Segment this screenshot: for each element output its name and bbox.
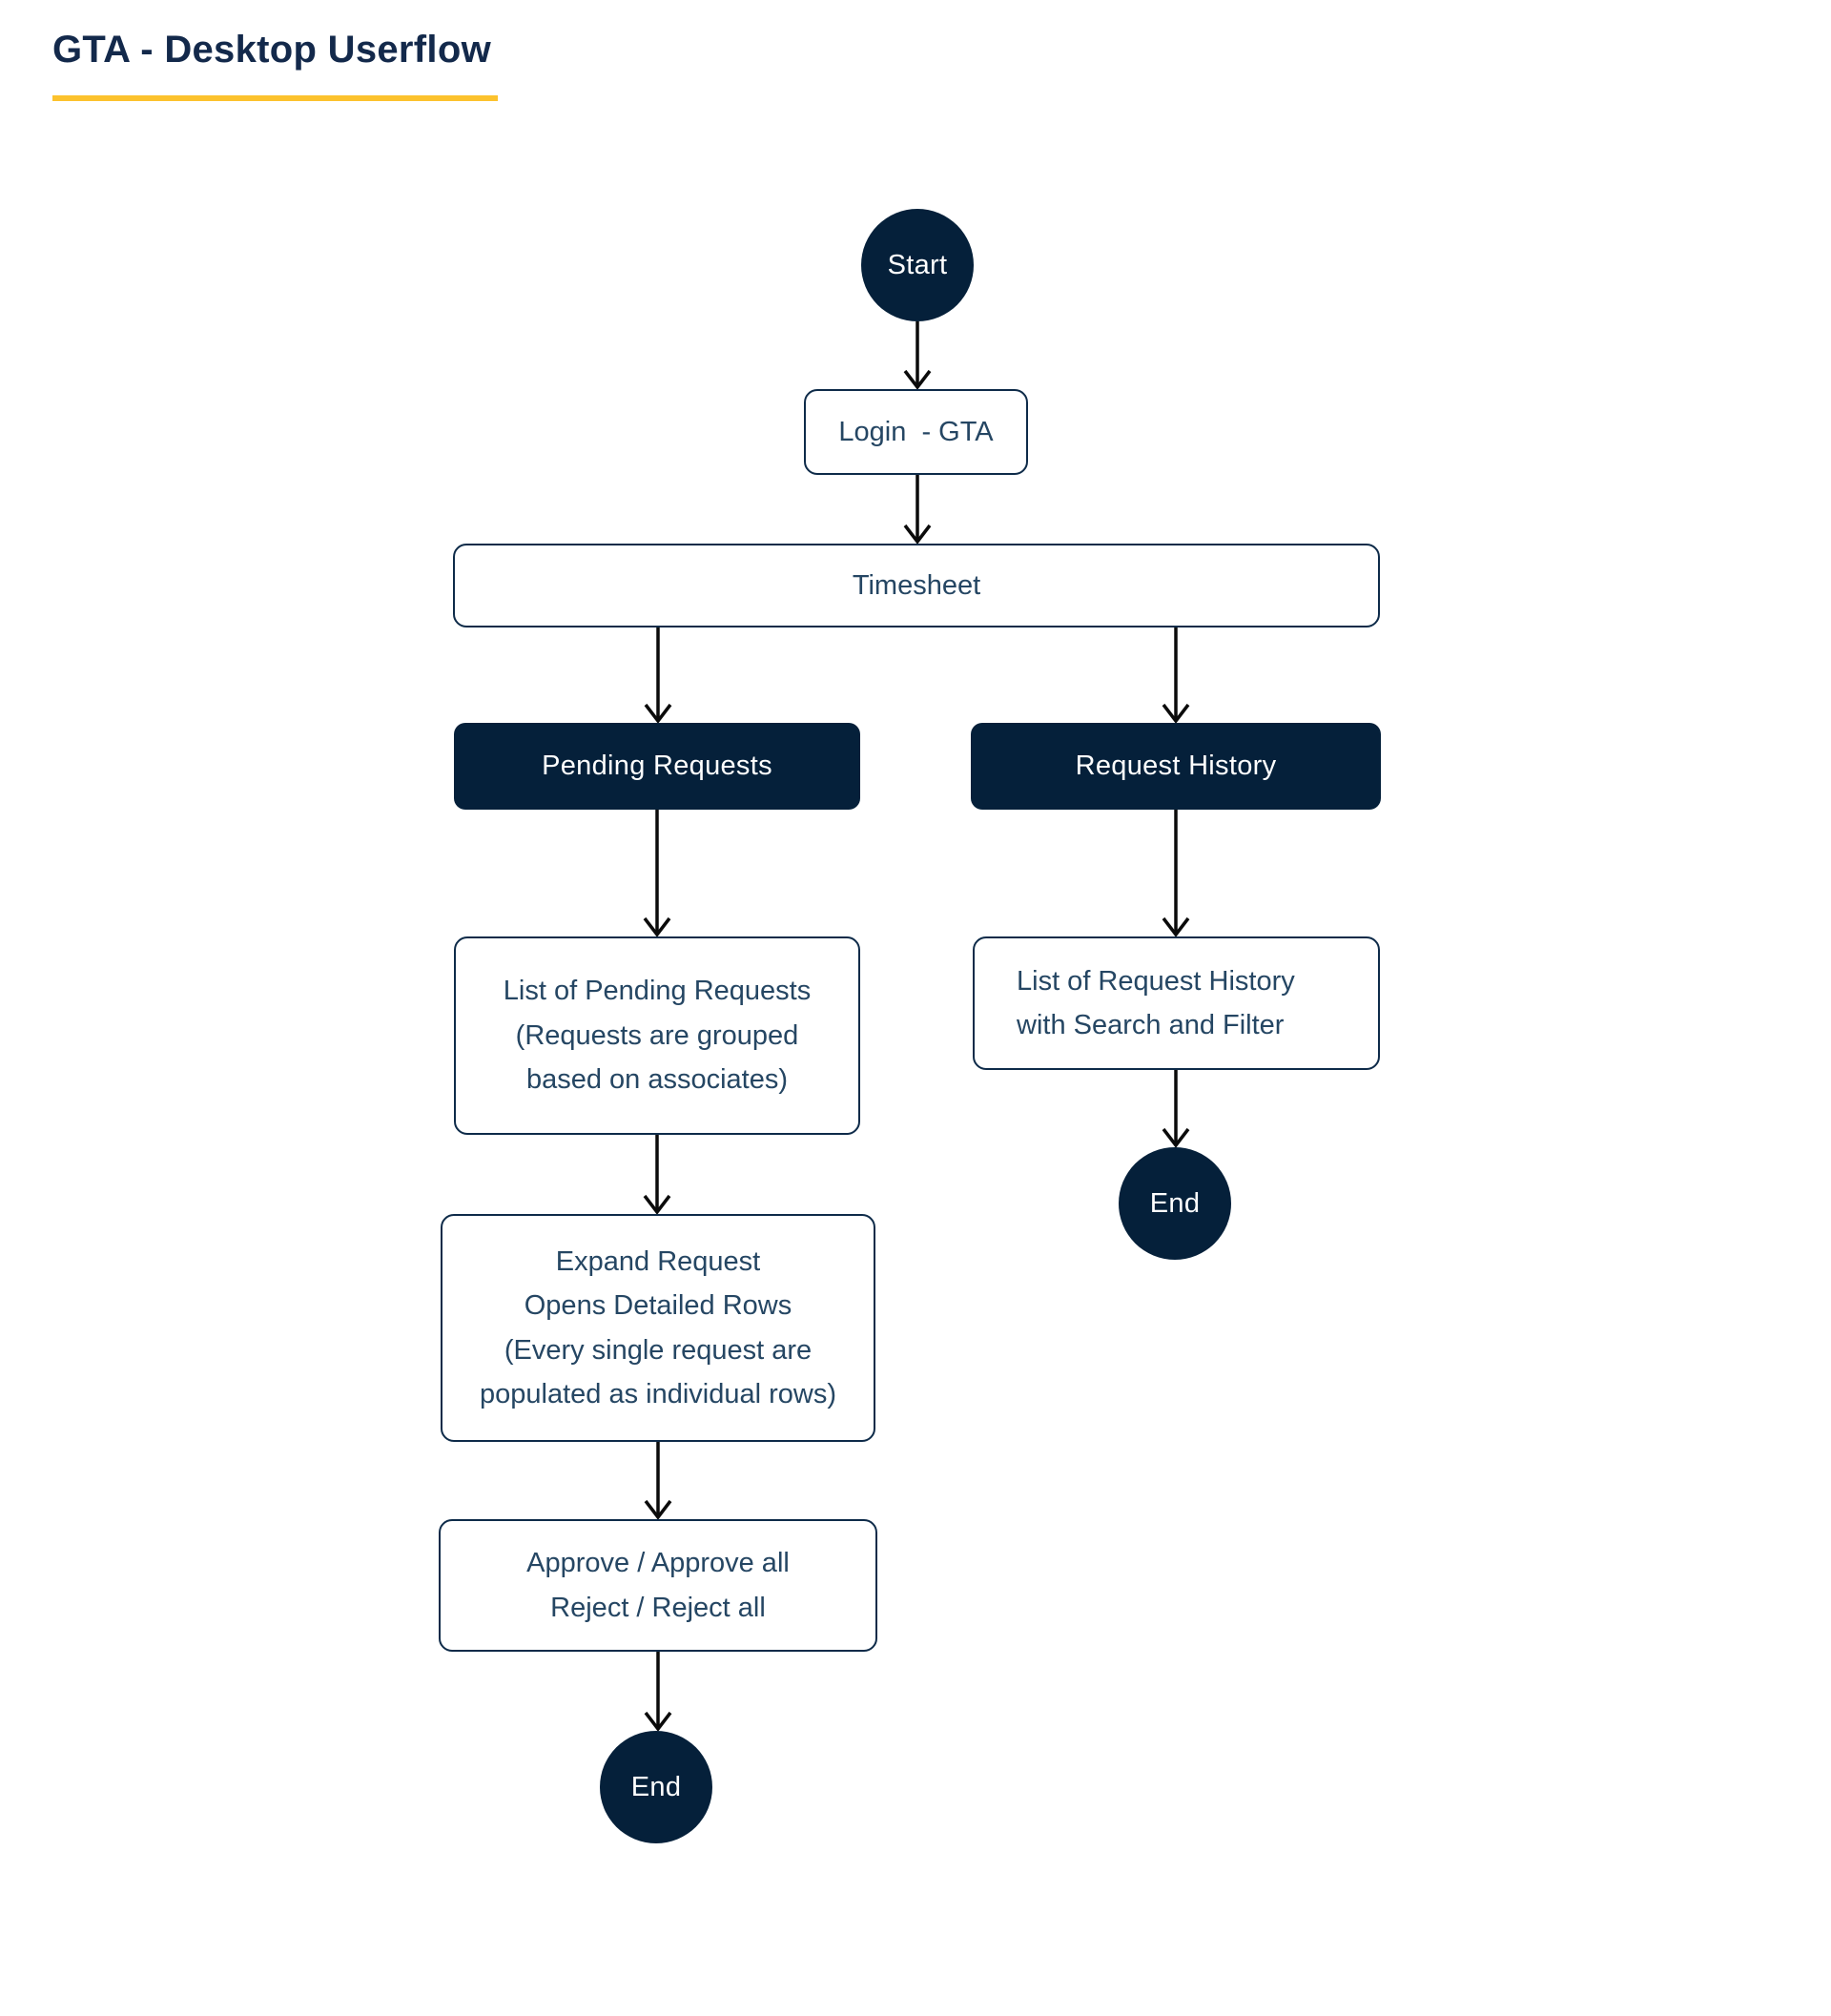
arrow-login-to-timesheet bbox=[903, 475, 932, 545]
end-node-history-label: End bbox=[1149, 1187, 1201, 1219]
arrow-history-list-to-end bbox=[1162, 1070, 1190, 1148]
history-list-node: List of Request History with Search and … bbox=[973, 936, 1380, 1070]
timesheet-node-label: Timesheet bbox=[852, 569, 981, 601]
approve-reject-line-1: Approve / Approve all bbox=[526, 1548, 790, 1579]
arrow-start-to-login bbox=[903, 321, 932, 390]
arrow-approve-to-end bbox=[644, 1652, 672, 1732]
history-list-line-2: with Search and Filter bbox=[1017, 1010, 1285, 1040]
arrow-timesheet-to-request-history bbox=[1162, 627, 1190, 724]
pending-list-line-1: List of Pending Requests bbox=[503, 976, 812, 1007]
expand-request-line-4: populated as individual rows) bbox=[480, 1378, 836, 1409]
timesheet-node: Timesheet bbox=[453, 544, 1380, 627]
pending-requests-node: Pending Requests bbox=[454, 723, 860, 810]
arrow-pending-list-to-expand-request bbox=[643, 1135, 671, 1215]
approve-reject-node: Approve / Approve all Reject / Reject al… bbox=[439, 1519, 877, 1652]
pending-list-line-3: based on associates) bbox=[525, 1064, 789, 1096]
expand-request-line-3: (Every single request are bbox=[504, 1334, 813, 1366]
history-list-line-1: List of Request History bbox=[1017, 965, 1295, 997]
login-node-label: Login - GTA bbox=[838, 416, 994, 447]
request-history-label: Request History bbox=[1075, 751, 1277, 782]
arrow-request-history-to-history-list bbox=[1162, 810, 1190, 937]
arrow-timesheet-to-pending-requests bbox=[644, 627, 672, 724]
end-node-pending-branch: End bbox=[600, 1731, 712, 1843]
approve-reject-line-2: Reject / Reject all bbox=[550, 1592, 766, 1623]
pending-list-node: List of Pending Requests (Requests are g… bbox=[454, 936, 860, 1135]
expand-request-line-2: Opens Detailed Rows bbox=[524, 1290, 792, 1322]
start-node-label: Start bbox=[887, 249, 948, 280]
arrow-expand-request-to-approve bbox=[644, 1442, 672, 1520]
end-node-pending-label: End bbox=[630, 1771, 682, 1802]
start-node: Start bbox=[861, 209, 974, 321]
title-underline bbox=[52, 95, 498, 101]
arrow-pending-requests-to-pending-list bbox=[643, 810, 671, 937]
login-node: Login - GTA bbox=[804, 389, 1028, 475]
pending-list-line-2: (Requests are grouped bbox=[515, 1019, 799, 1051]
page-title: GTA - Desktop Userflow bbox=[52, 29, 491, 71]
expand-request-line-1: Expand Request bbox=[555, 1245, 761, 1277]
pending-requests-label: Pending Requests bbox=[542, 751, 772, 782]
expand-request-node: Expand Request Opens Detailed Rows (Ever… bbox=[441, 1214, 875, 1442]
end-node-history-branch: End bbox=[1119, 1147, 1231, 1260]
request-history-node: Request History bbox=[971, 723, 1381, 810]
